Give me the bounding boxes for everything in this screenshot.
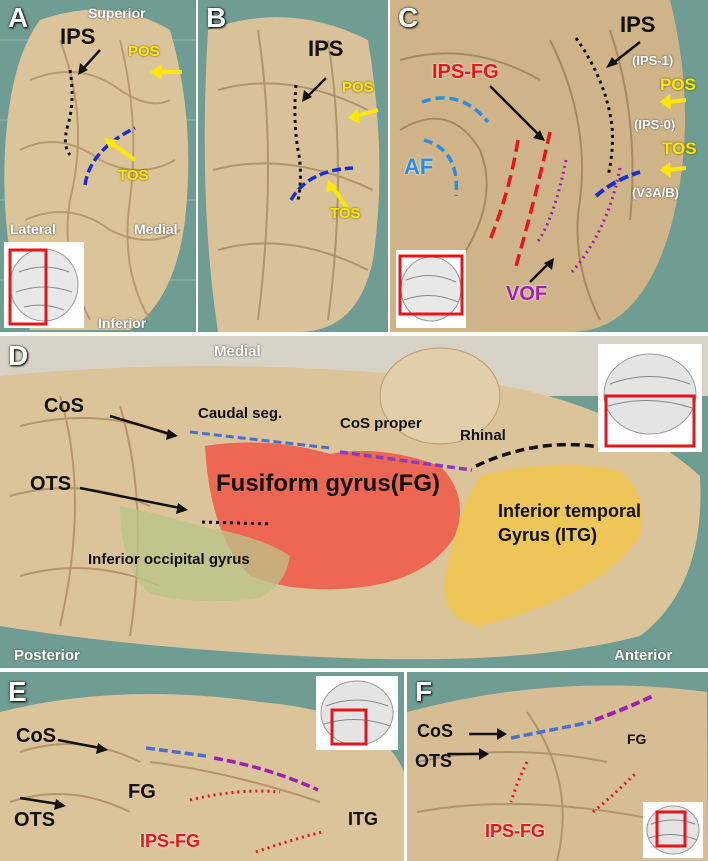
panel-b-letter: B [206, 2, 227, 33]
label-ips-fg: IPS-FG [140, 831, 201, 851]
label-ips-1: (IPS-1) [632, 53, 674, 68]
label-cos: CoS [417, 721, 453, 741]
label-ots: OTS [14, 809, 56, 831]
panel-a-letter: A [8, 2, 29, 33]
panel-e: E CoS FG OTS IPS-FG ITG [0, 672, 404, 861]
panel-d: D Medial CoS Caudal seg. CoS proper Rhin… [0, 336, 708, 668]
panel-e-photo [0, 672, 404, 861]
panel-d-letter: D [8, 340, 29, 371]
label-inferior: Inferior [98, 315, 147, 331]
label-itg-line2: Gyrus (ITG) [498, 525, 598, 545]
label-ots: OTS [415, 751, 453, 771]
label-fusiform-gyrus: Fusiform gyrus(FG) [216, 470, 441, 497]
panel-a: A Superior IPS POS TOS Lateral Medial In… [0, 0, 196, 332]
label-af: AF [404, 154, 434, 179]
label-medial: Medial [214, 343, 261, 360]
label-medial: Medial [134, 221, 178, 237]
label-cos: CoS [44, 395, 84, 417]
panel-c-photo [390, 0, 708, 332]
label-ips-0: (IPS-0) [634, 117, 676, 132]
label-pos: POS [128, 43, 160, 60]
label-ips: IPS [60, 24, 96, 49]
panel-b: B IPS POS TOS [198, 0, 388, 332]
panel-d-inset-brain [598, 344, 702, 452]
panel-c: C IPS IPS-FG (IPS-1) POS (IPS-0) TOS (V3… [390, 0, 708, 332]
label-pos: POS [660, 75, 696, 94]
label-tos: TOS [662, 139, 697, 158]
label-posterior: Posterior [14, 647, 80, 664]
label-tos: TOS [118, 167, 149, 184]
label-rhinal: Rhinal [460, 427, 506, 444]
label-cos-proper: CoS proper [340, 415, 422, 432]
label-superior: Superior [88, 5, 146, 21]
label-ips: IPS [620, 12, 656, 37]
label-ots: OTS [30, 473, 72, 495]
panel-f-inset-brain [643, 802, 703, 858]
panel-c-inset-brain [396, 250, 466, 328]
label-fg: FG [627, 731, 647, 747]
label-ips-fg: IPS-FG [485, 821, 546, 841]
panel-f: F CoS FG OTS IPS-FG [407, 672, 708, 861]
panel-f-letter: F [415, 676, 433, 707]
label-itg-line1: Inferior temporal [498, 501, 642, 521]
label-ips-fg: IPS-FG [432, 61, 499, 83]
label-caudal-seg: Caudal seg. [198, 405, 283, 422]
panel-c-letter: C [398, 2, 419, 33]
panel-b-photo [198, 0, 388, 332]
label-inferior-occipital-gyrus: Inferior occipital gyrus [88, 551, 250, 568]
panel-e-inset-brain [316, 676, 398, 750]
label-vof: VOF [506, 283, 548, 305]
label-pos: POS [342, 79, 374, 96]
panel-a-inset-brain [4, 242, 84, 328]
label-v3ab: (V3A/B) [632, 185, 679, 200]
label-anterior: Anterior [614, 647, 673, 664]
panel-e-letter: E [8, 676, 27, 707]
label-cos: CoS [16, 725, 56, 747]
label-tos: TOS [330, 205, 361, 222]
label-lateral: Lateral [10, 221, 56, 237]
label-ips: IPS [308, 36, 344, 61]
label-fg: FG [128, 781, 156, 803]
panel-d-photo [0, 336, 708, 668]
label-itg: ITG [348, 809, 378, 829]
panel-f-photo [407, 672, 708, 861]
